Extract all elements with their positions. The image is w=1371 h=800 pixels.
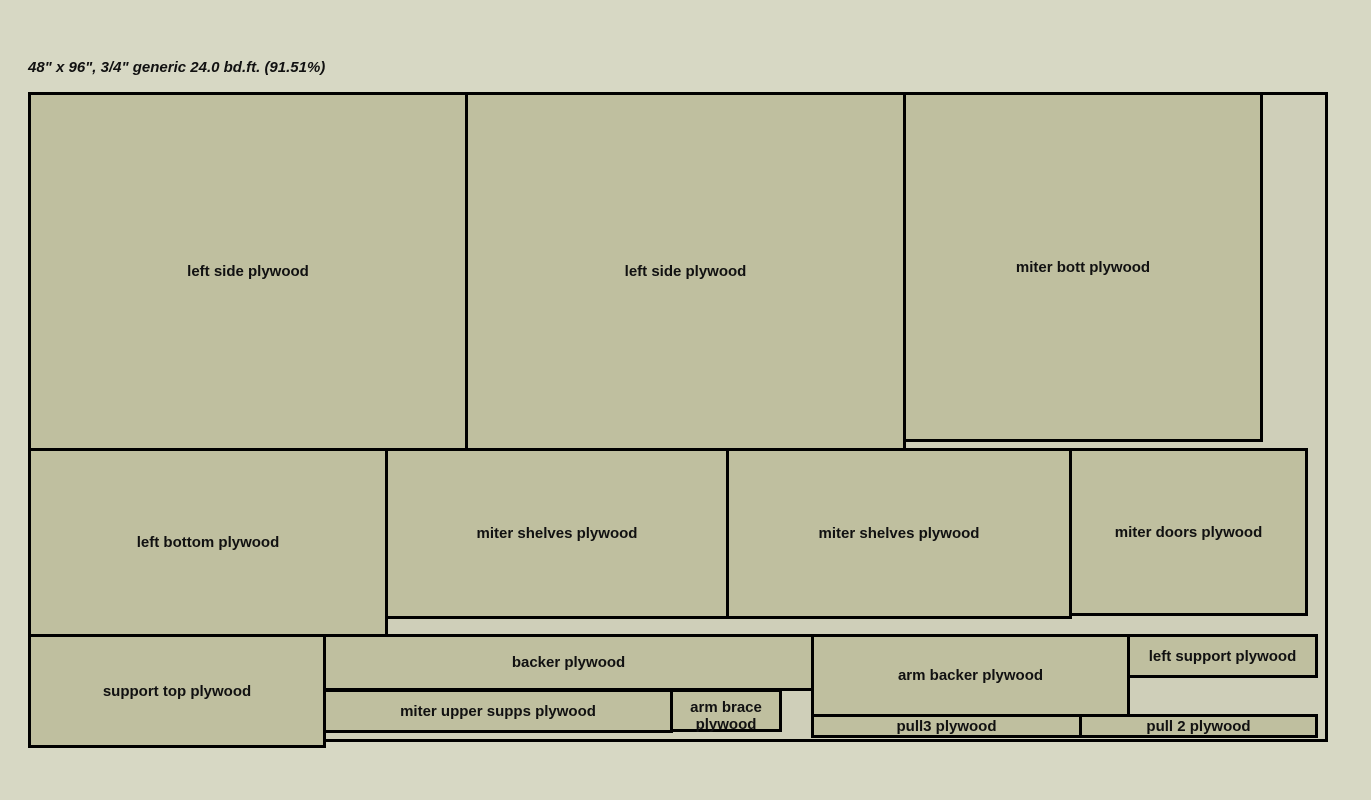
piece-label: arm brace plywood [690,698,762,733]
piece-label: support top plywood [102,682,252,700]
sheet-title: 48" x 96", 3/4" generic 24.0 bd.ft. (91.… [28,59,326,76]
piece-label: left side plywood [624,263,747,280]
piece-label: miter bott plywood [1015,258,1151,276]
piece-label: miter doors plywood [1114,523,1263,541]
piece-backer[interactable]: backer plywood [323,634,814,691]
piece-label: miter shelves plywood [476,525,638,542]
piece-pull2[interactable]: pull 2 plywood [1079,714,1318,738]
piece-left-support[interactable]: left support plywood [1127,634,1318,678]
piece-label: backer plywood [511,654,626,671]
plywood-sheet: left side plywood left side plywood mite… [28,92,1328,748]
piece-left-side-1[interactable]: left side plywood [28,92,468,451]
piece-label: pull 2 plywood [1146,717,1251,735]
piece-left-bottom[interactable]: left bottom plywood [28,448,388,637]
piece-miter-shelves-1[interactable]: miter shelves plywood [385,448,729,619]
piece-miter-doors[interactable]: miter doors plywood [1069,448,1308,616]
piece-label: left bottom plywood [136,534,280,551]
piece-label: pull3 plywood [896,717,997,735]
piece-label: miter upper supps plywood [400,702,596,720]
piece-support-top[interactable]: support top plywood [28,634,326,748]
piece-left-side-2[interactable]: left side plywood [465,92,906,451]
piece-miter-shelves-2[interactable]: miter shelves plywood [726,448,1072,619]
piece-label: miter shelves plywood [818,525,980,542]
piece-arm-brace[interactable]: arm brace plywood [670,689,782,733]
piece-arm-backer[interactable]: arm backer plywood [811,634,1130,717]
piece-miter-bott[interactable]: miter bott plywood [903,92,1263,442]
piece-miter-upper-supps[interactable]: miter upper supps plywood [323,689,673,733]
piece-pull3[interactable]: pull3 plywood [811,714,1082,738]
piece-label: left side plywood [187,263,309,280]
piece-label: arm backer plywood [897,667,1044,684]
piece-label: left support plywood [1148,647,1297,665]
